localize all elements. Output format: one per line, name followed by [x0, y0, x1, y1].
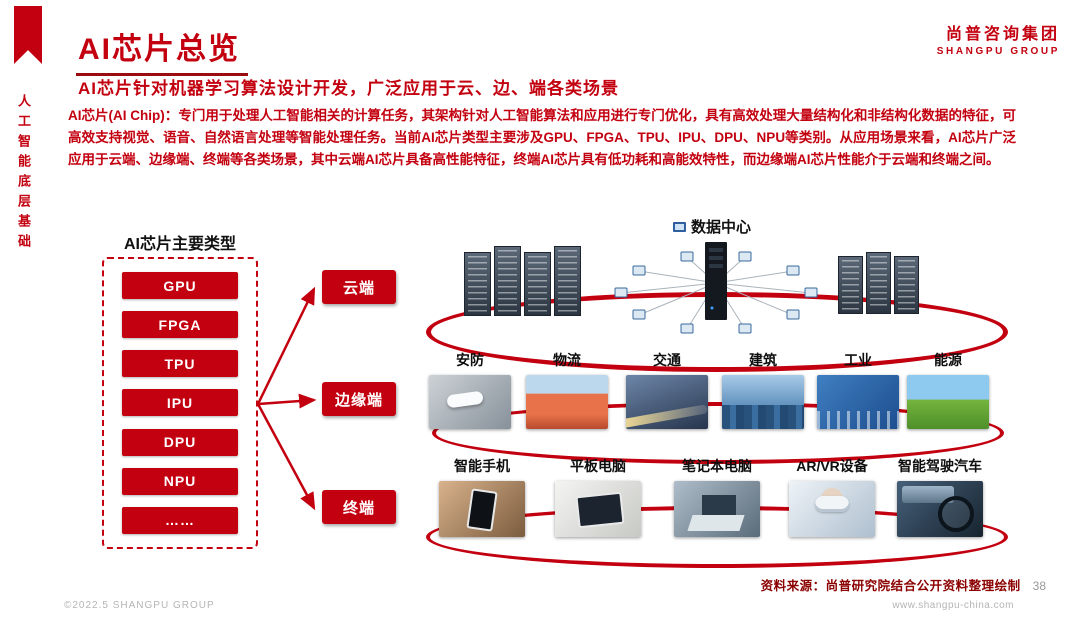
photo-logistics: [526, 375, 608, 429]
edge-label: 安防: [456, 352, 484, 368]
terminal-label: 笔记本电脑: [682, 458, 752, 474]
edge-label: 工业: [844, 352, 872, 368]
terminal-label: 平板电脑: [570, 458, 626, 474]
bookmark-ribbon: [14, 6, 42, 64]
edge-column-construction: 建筑: [722, 350, 804, 429]
server-rack: [554, 246, 581, 316]
intro-text: 专门用于处理人工智能相关的计算任务，其架构针对人工智能算法和应用进行专门优化，具…: [68, 108, 1016, 167]
photo-smartphone: [439, 481, 525, 537]
server-rack: [524, 252, 551, 316]
edge-label: 能源: [934, 352, 962, 368]
server-icon: [672, 221, 686, 232]
scene-box-edge: 边缘端: [322, 382, 396, 416]
datacenter-label: 数据中心: [672, 216, 752, 237]
terminal-column-smartcar: 智能驾驶汽车: [897, 456, 983, 537]
company-logo: 尚普咨询集团 SHANGPU GROUP: [937, 20, 1060, 57]
scene-box-terminal: 终端: [322, 490, 396, 524]
photo-ar-vr-device: [789, 481, 875, 537]
edge-column-industry: 工业: [817, 350, 899, 429]
chip-type-more: ……: [122, 506, 238, 534]
edge-column-energy: 能源: [907, 350, 989, 429]
server-rack-group-right: [838, 252, 919, 314]
page-title: AI芯片总览: [76, 24, 248, 76]
source-note: 资料来源：尚普研究院结合公开资料整理绘制: [760, 579, 1021, 593]
chip-type-gpu: GPU: [122, 272, 238, 299]
edge-column-logistics: 物流: [526, 350, 608, 429]
page-number: 38: [1032, 579, 1046, 593]
footer-right: 资料来源：尚普研究院结合公开资料整理绘制 38: [761, 575, 1046, 594]
page-subtitle: AI芯片针对机器学习算法设计开发，广泛应用于云、边、端各类场景: [78, 79, 619, 98]
photo-industry: [817, 375, 899, 429]
server-rack-group-left: [464, 246, 581, 316]
photo-smart-car: [897, 481, 983, 537]
network-star: [614, 242, 818, 334]
photo-laptop: [674, 481, 760, 537]
server-rack: [866, 252, 891, 314]
photo-energy: [907, 375, 989, 429]
terminal-column-laptop: 笔记本电脑: [674, 456, 760, 537]
sidebar-vertical-text: 人工智能底层基础: [16, 94, 31, 254]
intro-paragraph: AI芯片(AI Chip)：专门用于处理人工智能相关的计算任务，其架构针对人工智…: [68, 105, 1016, 171]
photo-tablet: [555, 481, 641, 537]
terminal-label: 智能驾驶汽车: [898, 458, 982, 474]
terminal-label: AR/VR设备: [796, 458, 868, 474]
chip-panel-box: GPU FPGA TPU IPU DPU NPU ……: [102, 257, 258, 549]
edge-column-traffic: 交通: [626, 350, 708, 429]
server-rack: [838, 256, 863, 314]
edge-label: 物流: [553, 352, 581, 368]
photo-buildings: [722, 375, 804, 429]
server-rack: [894, 256, 919, 314]
terminal-column-arvr: AR/VR设备: [789, 456, 875, 537]
website-url: www.shangpu-china.com: [892, 600, 1014, 611]
terminal-label: 智能手机: [454, 458, 510, 474]
server-rack: [464, 252, 491, 316]
photo-traffic: [626, 375, 708, 429]
chip-type-ipu: IPU: [122, 389, 238, 417]
logo-cn: 尚普咨询集团: [945, 26, 1060, 43]
terminal-column-smartphone: 智能手机: [439, 456, 525, 537]
terminal-column-tablet: 平板电脑: [555, 456, 641, 537]
server-rack: [494, 246, 521, 316]
chip-type-fpga: FPGA: [122, 311, 238, 339]
chip-type-npu: NPU: [122, 467, 238, 495]
edge-label: 建筑: [749, 352, 777, 368]
edge-label: 交通: [653, 352, 681, 368]
chip-panel-title: AI芯片主要类型: [123, 236, 236, 253]
edge-column-security: 安防: [429, 350, 511, 429]
chip-type-tpu: TPU: [122, 350, 238, 378]
copyright-text: ©2022.5 SHANGPU GROUP: [64, 600, 215, 611]
logo-en: SHANGPU GROUP: [936, 46, 1060, 57]
chip-type-dpu: DPU: [122, 428, 238, 456]
scene-box-cloud: 云端: [322, 270, 396, 304]
fan-arrows: [256, 286, 317, 511]
intro-lead: AI芯片(AI Chip)：: [68, 108, 179, 123]
datacenter-text: 数据中心: [690, 219, 752, 236]
ring-edge: [432, 402, 1004, 464]
photo-security-camera: [429, 375, 511, 429]
